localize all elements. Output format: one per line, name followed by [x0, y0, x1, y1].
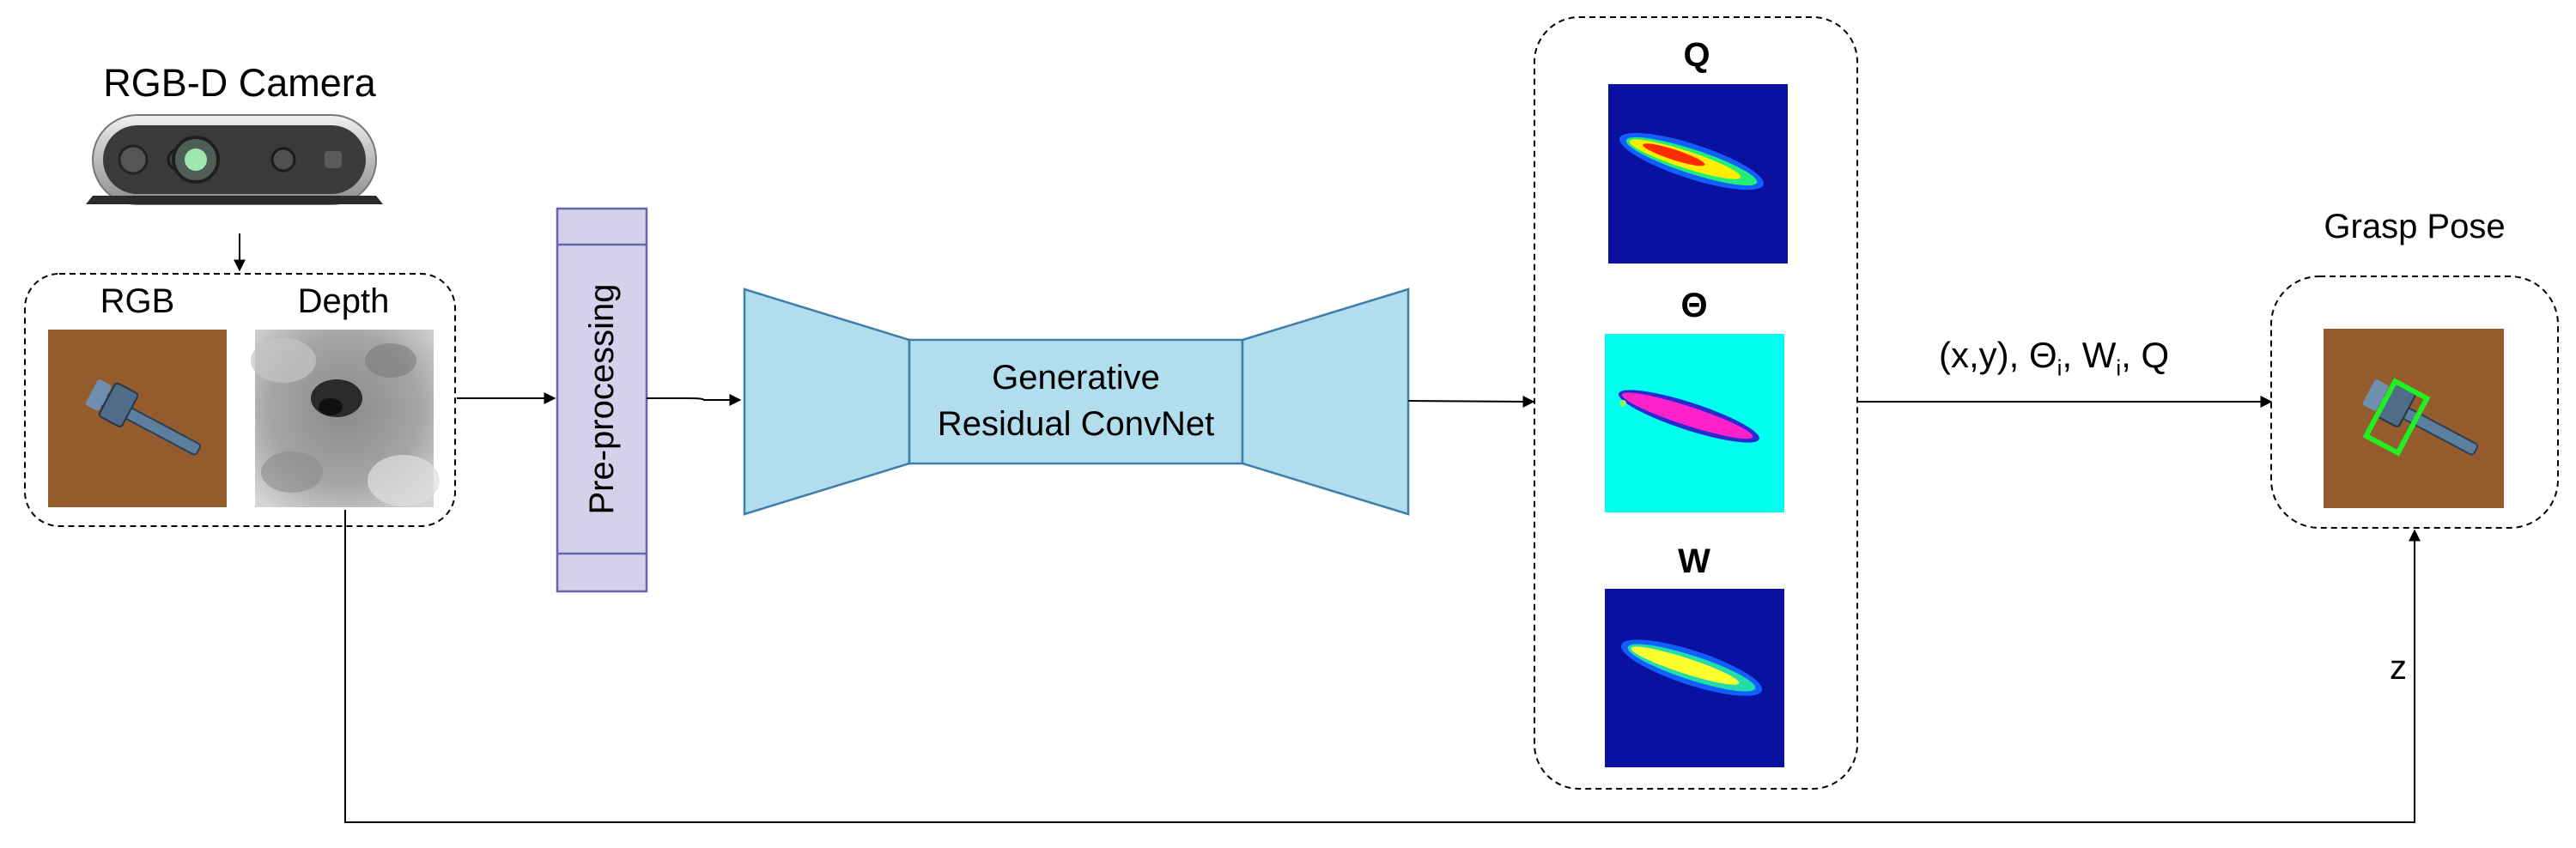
preprocessing-block [556, 207, 648, 593]
decoder-trapezoid [1241, 288, 1410, 516]
rgbd-camera-icon [86, 114, 383, 205]
grasp-parameters: (x,y), Θi, Wi, Q [1939, 337, 2169, 379]
theta-label: Θ [1680, 287, 1708, 324]
grasp-params-q: , Q [2121, 335, 2170, 375]
grasp-params-sub-i1: i [2057, 354, 2063, 381]
grasp-params-w: , W [2062, 335, 2117, 375]
network-label-line1: Generative [992, 359, 1160, 397]
grasp-pose-image [2324, 329, 2504, 508]
preprocessing-to-network-arrow [647, 394, 742, 406]
grasp-container [2270, 276, 2559, 529]
q-heatmap [1608, 84, 1788, 263]
network-label-line2: Residual ConvNet [937, 405, 1215, 443]
encoder-trapezoid [743, 288, 911, 516]
camera-title: RGB-D Camera [103, 61, 376, 105]
rgb-label: RGB [100, 282, 175, 320]
theta-heatmap [1605, 334, 1784, 512]
network-to-outputs-arrow [1407, 395, 1535, 408]
grasp-rectangle [2362, 378, 2431, 457]
grasp-title: Grasp Pose [2324, 208, 2506, 245]
z-label: z [2390, 649, 2407, 687]
w-label: W [1678, 542, 1710, 580]
grasp-params-sub-i2: i [2116, 354, 2122, 381]
depth-label: Depth [297, 282, 390, 320]
rgb-image [48, 330, 227, 507]
depth-to-grasp-z-arrow [344, 510, 2421, 823]
network-block [743, 288, 1410, 516]
w-heatmap [1605, 589, 1784, 767]
depth-image [251, 330, 440, 507]
inputs-container [24, 273, 456, 527]
q-label: Q [1683, 36, 1710, 74]
residual-core [908, 338, 1244, 465]
grasp-params-xy-theta: (x,y), Θ [1939, 335, 2057, 375]
preprocessing-label: Pre-processing [583, 283, 621, 515]
outputs-container [1534, 16, 1858, 790]
